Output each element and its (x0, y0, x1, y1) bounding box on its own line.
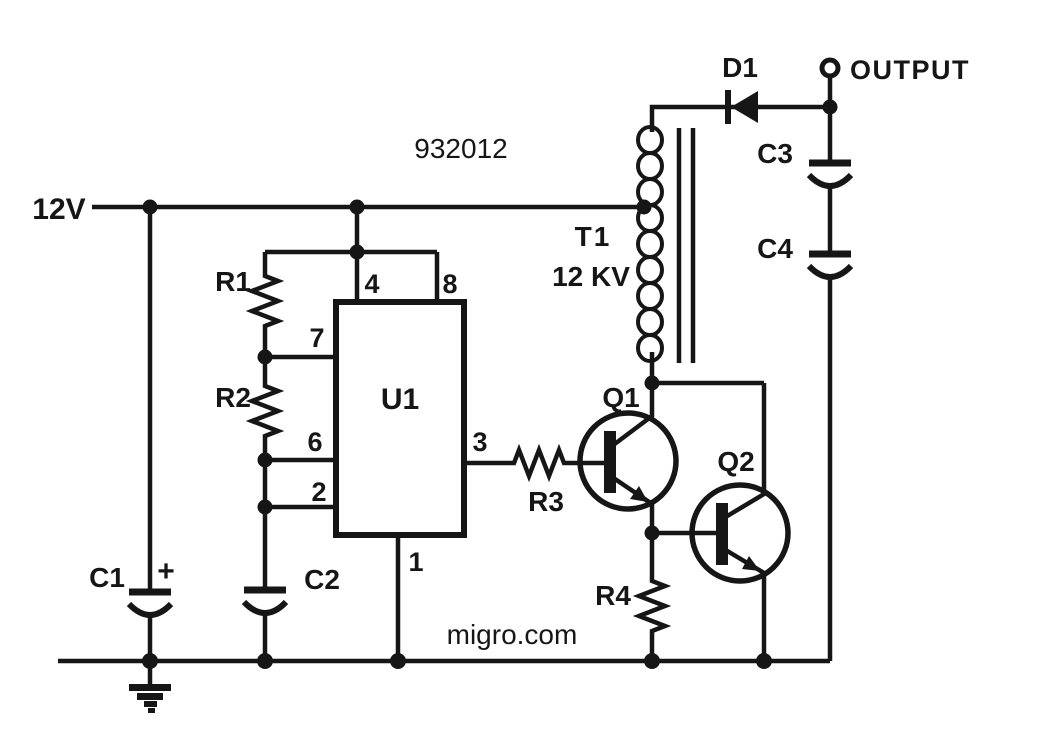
r3-label: R3 (528, 486, 564, 517)
c3-label: C3 (757, 138, 793, 169)
resistor-r2: R2 (215, 357, 285, 460)
pin4-number: 4 (364, 269, 379, 299)
output-terminal: OUTPUT (819, 55, 970, 107)
q1-emitter-lead (610, 475, 655, 533)
ground-bar-3 (144, 701, 157, 707)
r1-zigzag (245, 252, 285, 357)
t1-winding-coil (636, 125, 664, 363)
r4-zigzag (632, 533, 672, 661)
c2-bottom-plate (241, 599, 289, 616)
q2-base-bar (716, 503, 728, 565)
transistor-q1: Q1 (577, 382, 679, 533)
c3-bottom-plate (806, 172, 854, 189)
junction-dot (142, 653, 158, 669)
junction-dots (142, 99, 838, 669)
junction-dot (636, 199, 652, 215)
junction-dot (822, 99, 838, 115)
c1-negative-plate (126, 601, 174, 618)
output-label: OUTPUT (850, 55, 970, 85)
ground-bar-4 (148, 708, 155, 713)
ic-u1-label: U1 (381, 383, 419, 416)
junction-dot (756, 653, 772, 669)
r4-label: R4 (595, 580, 631, 611)
junction-dot (257, 452, 273, 468)
junction-dot (257, 349, 273, 365)
capacitor-c2: C2 (241, 507, 340, 661)
junction-dot (644, 653, 660, 669)
pin2-number: 2 (311, 477, 326, 507)
q1-label: Q1 (602, 382, 639, 413)
capacitor-c1: + C1 (89, 207, 175, 661)
junction-dot (142, 199, 158, 215)
q2-emitter-arrow (742, 556, 760, 571)
junction-dot (644, 375, 660, 391)
q1-collector-lead (610, 383, 655, 448)
q2-collector-lead (722, 383, 767, 520)
q2-label: Q2 (717, 446, 754, 477)
junction-dot (349, 199, 365, 215)
r2-zigzag (245, 357, 285, 460)
resistor-r4: R4 (595, 533, 672, 661)
capacitor-c4: C4 (757, 186, 854, 661)
c1-polarity-sign: + (157, 555, 175, 588)
c4-bottom-plate (806, 263, 854, 280)
capacitor-c3: C3 (757, 107, 854, 189)
ground-bar-1 (129, 684, 171, 691)
junction-dot (644, 525, 660, 541)
junction-dot (257, 653, 273, 669)
junction-dot (349, 244, 365, 260)
pin1-number: 1 (408, 547, 423, 577)
ground-bar-2 (137, 693, 163, 700)
c1-label: C1 (89, 562, 125, 593)
resistor-r1: R1 (215, 252, 285, 357)
watermark-text: migro.com (447, 619, 578, 650)
t1-rating-label: 12 KV (552, 261, 630, 292)
d1-label: D1 (722, 52, 758, 83)
c4-label: C4 (757, 233, 793, 264)
diode-d1: D1 (722, 52, 758, 124)
q2-body-circle (689, 482, 791, 584)
transistor-q2: Q2 (652, 380, 791, 661)
t1-top-lead (649, 104, 830, 132)
t1-label: T1 (575, 221, 612, 252)
c2-label: C2 (304, 564, 340, 595)
pin3-number: 3 (472, 427, 487, 457)
q1-body-circle (577, 410, 679, 512)
r1-label: R1 (215, 266, 251, 297)
resistor-r3: R3 (464, 443, 604, 517)
junction-dot (257, 499, 273, 515)
ic-u1-body (333, 299, 467, 538)
pin7-number: 7 (309, 323, 324, 353)
supply-rail: 12V (32, 193, 641, 226)
d1-anode-triangle (731, 91, 758, 123)
r3-zigzag (464, 443, 604, 483)
transformer-t1: T1 12 KV (552, 104, 830, 383)
q2-emitter-lead (722, 547, 767, 661)
supply-voltage-label: 12V (32, 193, 85, 226)
q1-base-bar (604, 431, 616, 493)
output-terminal-circle (819, 57, 841, 79)
q1-emitter-arrow (630, 486, 648, 502)
r2-label: R2 (215, 382, 251, 413)
junction-dot (390, 653, 406, 669)
pin8-number: 8 (442, 269, 457, 299)
pin6-number: 6 (307, 427, 322, 457)
ic-u1: U1 4 8 7 6 2 3 1 (265, 207, 488, 661)
part-number-text: 932012 (414, 133, 507, 164)
